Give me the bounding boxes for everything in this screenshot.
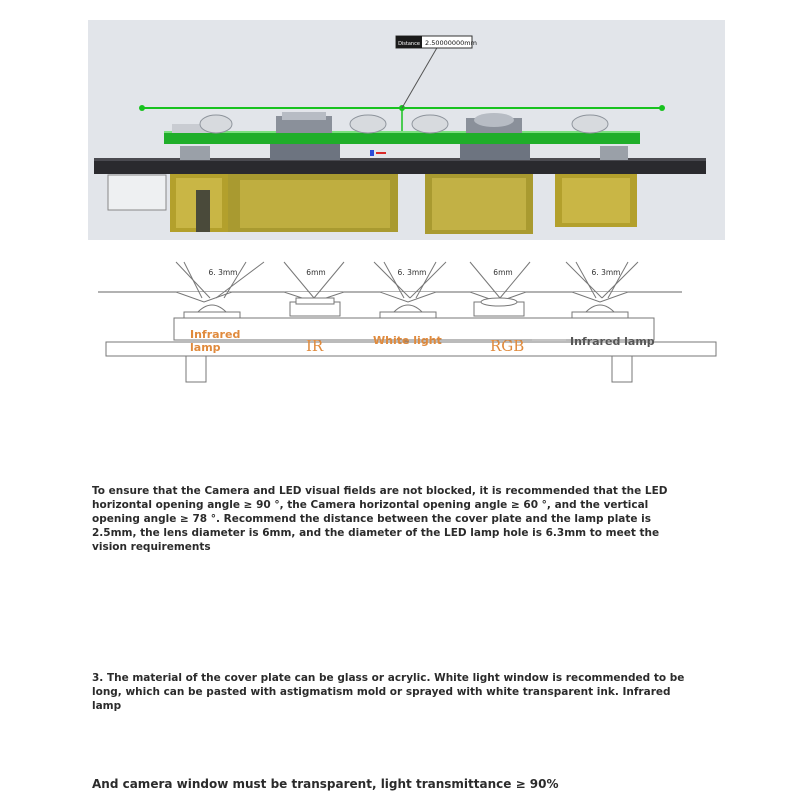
hole-label-1: 6. 3mm: [209, 268, 238, 277]
paragraph-view-angle-recommendation: To ensure that the Camera and LED visual…: [92, 485, 668, 553]
hole-label-2: 6mm: [306, 268, 325, 277]
schematic-base-plate: [105, 341, 717, 357]
olive-housings: [170, 172, 637, 234]
label-white-light: White light: [373, 334, 442, 347]
axis-marker-red: [376, 152, 386, 154]
side-connector: [107, 174, 167, 211]
pcb-lenses: [172, 112, 609, 134]
mid-components: [180, 142, 628, 160]
dimension-value: 2.50000000mm: [425, 39, 477, 47]
dimension-label: Distance: [398, 41, 420, 47]
axis-marker-blue: [370, 150, 374, 156]
cad-illustration: Distance 2.50000000mm: [88, 20, 725, 383]
label-ir: IR: [306, 337, 324, 355]
dimension-leader: [401, 45, 439, 109]
paragraph-camera-window: And camera window must be transparent, l…: [92, 777, 559, 791]
label-rgb: RGB: [490, 337, 524, 355]
green-pcb: [164, 132, 640, 144]
hole-label-5: 6. 3mm: [592, 268, 621, 277]
base-plate: [94, 160, 706, 174]
hole-label-3: 6. 3mm: [398, 268, 427, 277]
hole-label-4: 6mm: [493, 268, 512, 277]
hole-size-labels: 6. 3mm 6mm 6. 3mm 6mm 6. 3mm: [209, 268, 621, 277]
lamp-board: [173, 317, 655, 341]
schematic: [98, 261, 717, 383]
label-infrared-lamp-right: Infrared lamp: [570, 335, 655, 348]
paragraph-cover-material: 3. The material of the cover plate can b…: [92, 672, 685, 712]
